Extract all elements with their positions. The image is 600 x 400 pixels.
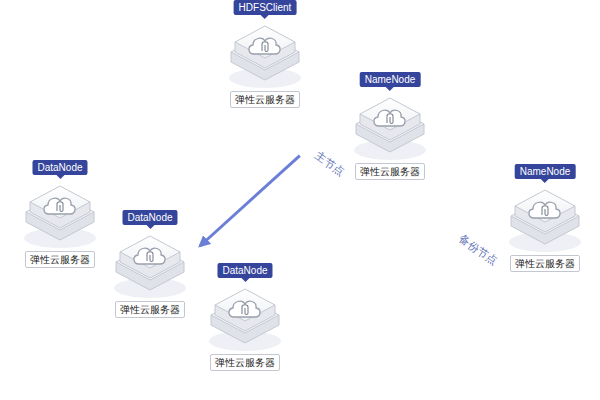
- server-node: NameNode 弹性云服务器: [340, 72, 440, 180]
- server-node: DataNode 弹性云服务器: [100, 210, 200, 318]
- node-region: 备份节点 NameNode 弹性云服务器: [440, 158, 600, 308]
- server-node: DataNode 弹性云服务器: [195, 263, 295, 371]
- region-label: 备份节点: [456, 232, 499, 268]
- node-tag: DataNode: [217, 263, 272, 278]
- server-node: NameNode 弹性云服务器: [495, 164, 595, 272]
- region-label: 主节点: [313, 149, 347, 179]
- node-tag: NameNode: [515, 164, 576, 179]
- server-caption: 弹性云服务器: [510, 255, 580, 272]
- node-tag: NameNode: [360, 72, 421, 87]
- node-region: 主节点 NameNode 弹性云服务器: [278, 62, 496, 218]
- server-caption: 弹性云服务器: [355, 163, 425, 180]
- node-tag: HDFSClient: [234, 0, 297, 15]
- flow-arrow: [200, 156, 300, 246]
- server-node: HDFSClient 弹性云服务器: [215, 0, 315, 108]
- server-caption: 弹性云服务器: [210, 354, 280, 371]
- node-tag: DataNode: [32, 160, 87, 175]
- server-caption: 弹性云服务器: [115, 301, 185, 318]
- server-node: DataNode 弹性云服务器: [10, 160, 110, 268]
- server-caption: 弹性云服务器: [25, 251, 95, 268]
- node-tag: DataNode: [122, 210, 177, 225]
- server-caption: 弹性云服务器: [230, 91, 300, 108]
